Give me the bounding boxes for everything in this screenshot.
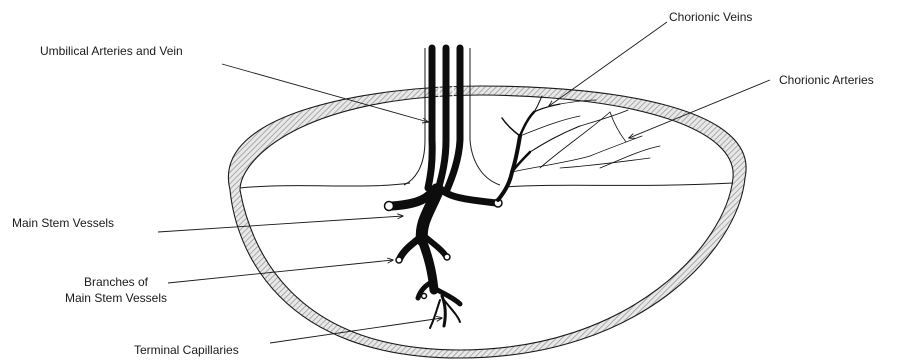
- label-chorionic-arteries: Chorionic Arteries: [779, 73, 874, 87]
- cord-sleeve-right: [470, 48, 500, 185]
- fluid-line-right: [505, 183, 733, 187]
- label-branches-line2: Main Stem Vessels: [56, 291, 176, 305]
- label-main-stem: Main Stem Vessels: [12, 216, 114, 230]
- leader-main-stem: [158, 216, 403, 232]
- leader-lines: [158, 22, 770, 343]
- umbilical-vessels: [428, 48, 460, 192]
- chorionic-vessels: [498, 96, 660, 200]
- label-umbilical: Umbilical Arteries and Vein: [40, 44, 183, 58]
- label-chorionic-veins: Chorionic Veins: [669, 10, 752, 24]
- fluid-line: [240, 183, 410, 188]
- label-terminal: Terminal Capillaries: [134, 343, 239, 357]
- label-branches-line1: Branches of: [56, 275, 176, 289]
